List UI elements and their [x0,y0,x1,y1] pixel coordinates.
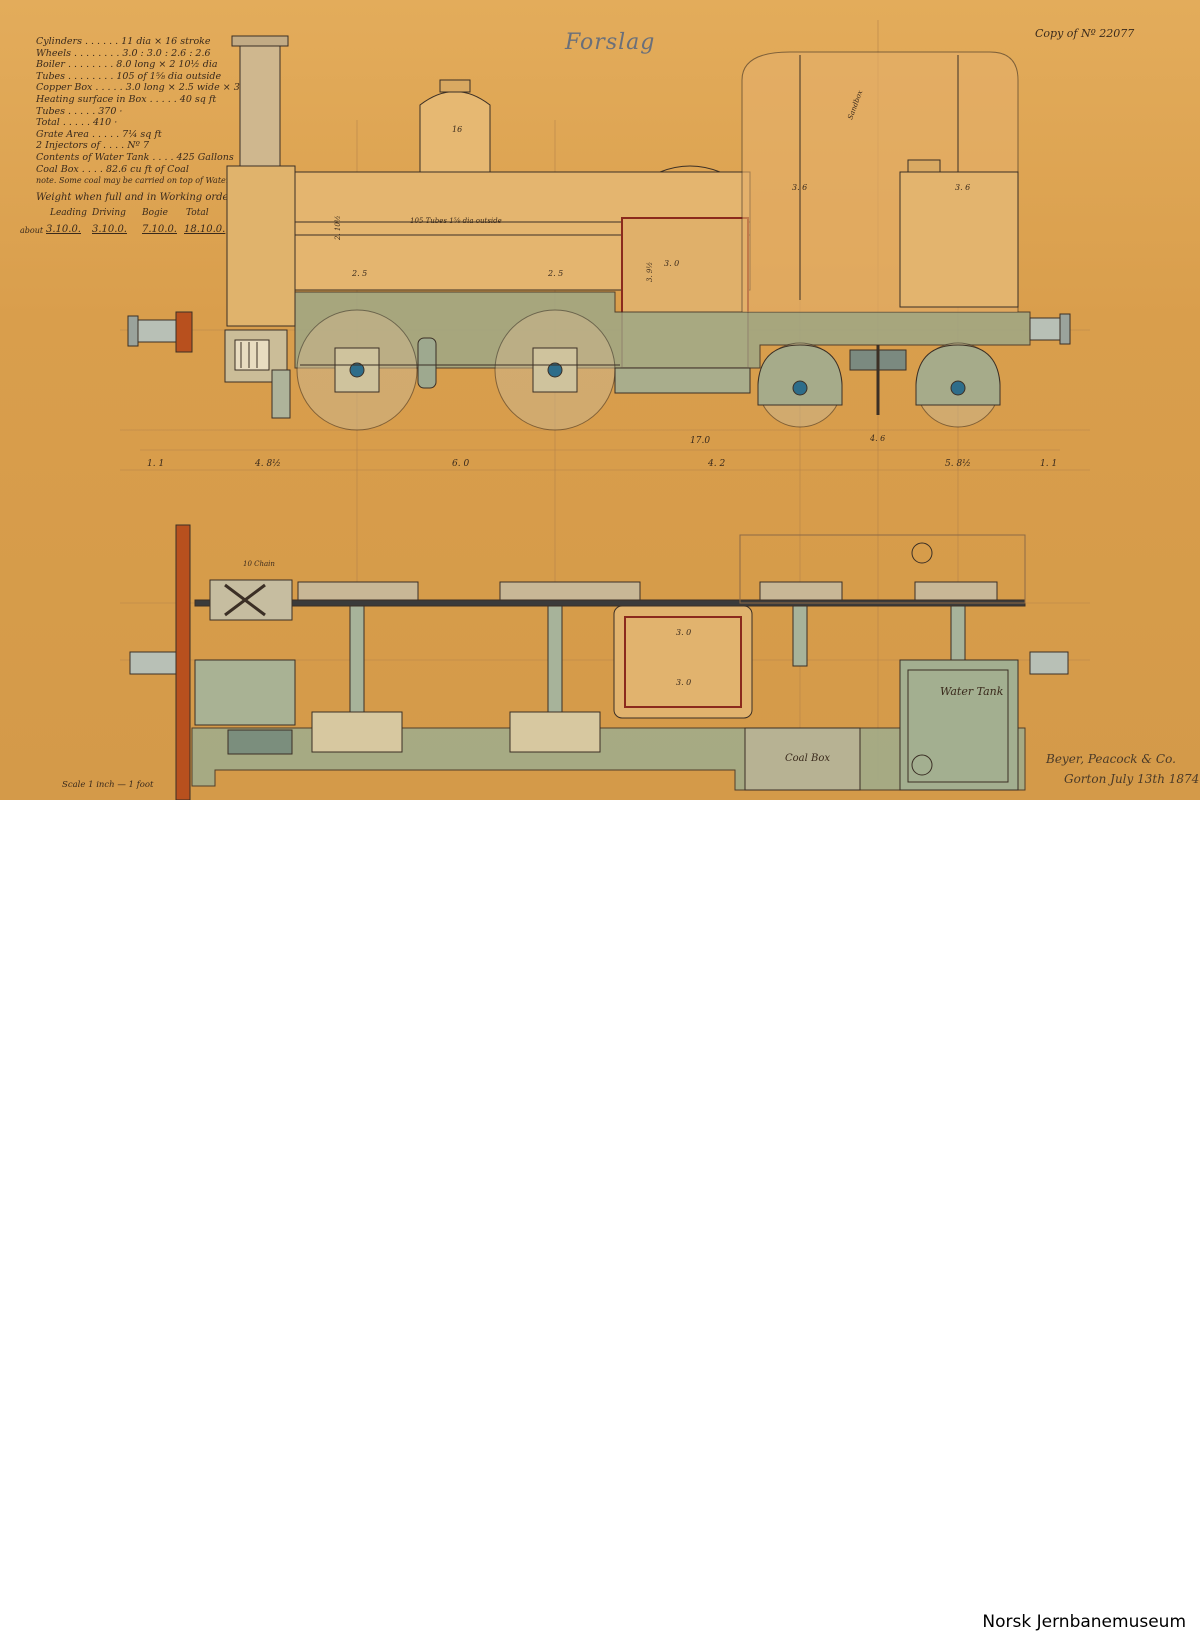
plan-cylinder [209,579,293,621]
dim-spring-rear: 2. 5 [547,269,563,278]
scale-note: Scale 1 inch — 1 foot [62,780,154,790]
front-buffer-beam [175,311,193,353]
dim-cab: 3. 6 [792,183,807,192]
weight-total: 18.10.0. [184,224,226,235]
spec-block: Cylinders . . . . . . 11 dia × 16 stroke… [36,36,273,187]
dim-driving-to-bogie: 4. 2 [707,459,725,469]
spec-line: Cylinders . . . . . . 11 dia × 16 stroke [36,36,211,47]
weight-header-driving: Driving [92,208,126,218]
dim-bogie-wb: 4. 6 [869,434,885,443]
spec-line: Boiler . . . . . . . . 8.0 long × 2 10½ … [36,59,218,71]
spec-line: Coal Box . . . . 82.6 cu ft of Coal [36,163,189,175]
tubes-note: 105 Tubes 1⅝ dia outside [410,217,502,225]
dim-spring-front: 2. 5 [351,269,367,278]
spec-line: Total . . . . . 410 · [36,117,118,129]
dim-front-to-driving: 4. 8½ [254,458,281,469]
label-buffers: 10 Chain [243,560,275,568]
spec-line: 2 Injectors of . . . . Nº 7 [36,140,150,152]
weight-header-bogie: Bogie [142,208,168,218]
dim-front-overhang: 1. 1 [147,459,164,469]
spec-line: Tubes . . . . . 370 · [36,105,123,117]
weight-title: Weight when full and in Working order [36,192,234,203]
locomotive-drawing: 105 Tubes 1⅝ dia outside 1. 1 4. 8½ 6. 0… [120,20,1090,800]
label-water-tank: Water Tank [940,685,1004,698]
plan-water-tank [899,659,1019,791]
dim-plan-firebox-2: 3. 0 [676,678,691,687]
weight-driving: 3.10.0. [92,224,127,235]
spec-line: Grate Area . . . . . 7¼ sq ft [36,128,162,140]
plan-coal-box [744,727,861,791]
dim-firebox-width: 3. 0 [664,259,679,268]
spec-line: Contents of Water Tank . . . . 425 Gallo… [36,151,234,163]
chimney [239,43,281,167]
frame-platform [294,291,1031,369]
dim-bogie-to-rear: 5. 8½ [945,458,971,469]
rear-tank [899,171,1019,308]
dim-dome: 16 [452,125,462,134]
weight-header-total: Total [186,208,209,218]
museum-credit: Norsk Jernbanemuseum [982,1612,1186,1632]
spec-line: Copper Box . . . . . 3.0 long × 2.5 wide… [36,82,274,94]
dim-driving-wb: 6. 0 [452,459,469,469]
dim-wheelbase-total: 17.0 [690,436,710,446]
weight-bogie: 7.10.0. [142,224,177,235]
footer-bar: Norsk Jernbanemuseum [0,800,1200,1632]
label-coal-box: Coal Box [785,753,830,764]
weight-leading: 3.10.0. [46,224,81,235]
smokebox [226,165,296,327]
dim-firebox-height: 3. 9½ [646,262,654,282]
dim-tank: 3. 6 [955,183,970,192]
buffer-beam-plan [175,524,191,800]
plan-firebox [613,605,753,719]
maker-place-date: Gorton July 13th 1874 [1064,772,1200,786]
drawing-title: Forslag [565,30,656,55]
spec-line: note. Some coal may be carried on top of… [36,176,255,186]
drawing-sheet: Forslag Copy of Nº 22077 Cylinders . . .… [0,0,1200,800]
dim-boiler-height: 2. 10½ [334,215,342,241]
spec-line: Wheels . . . . . . . . 3.0 : 3.0 : 2.6 :… [36,47,211,59]
copy-reference: Copy of Nº 22077 [1035,27,1135,40]
maker-name: Beyer, Peacock & Co. [1046,752,1176,766]
spec-line: Tubes . . . . . . . . 105 of 1⅝ dia outs… [36,70,222,82]
weight-header-leading: Leading [50,208,87,218]
dim-rear-overhang: 1. 1 [1040,459,1057,469]
dim-plan-firebox: 3. 0 [676,628,691,637]
weight-row-label: about [20,226,44,235]
spec-line: Heating surface in Box . . . . . 40 sq f… [36,93,217,105]
